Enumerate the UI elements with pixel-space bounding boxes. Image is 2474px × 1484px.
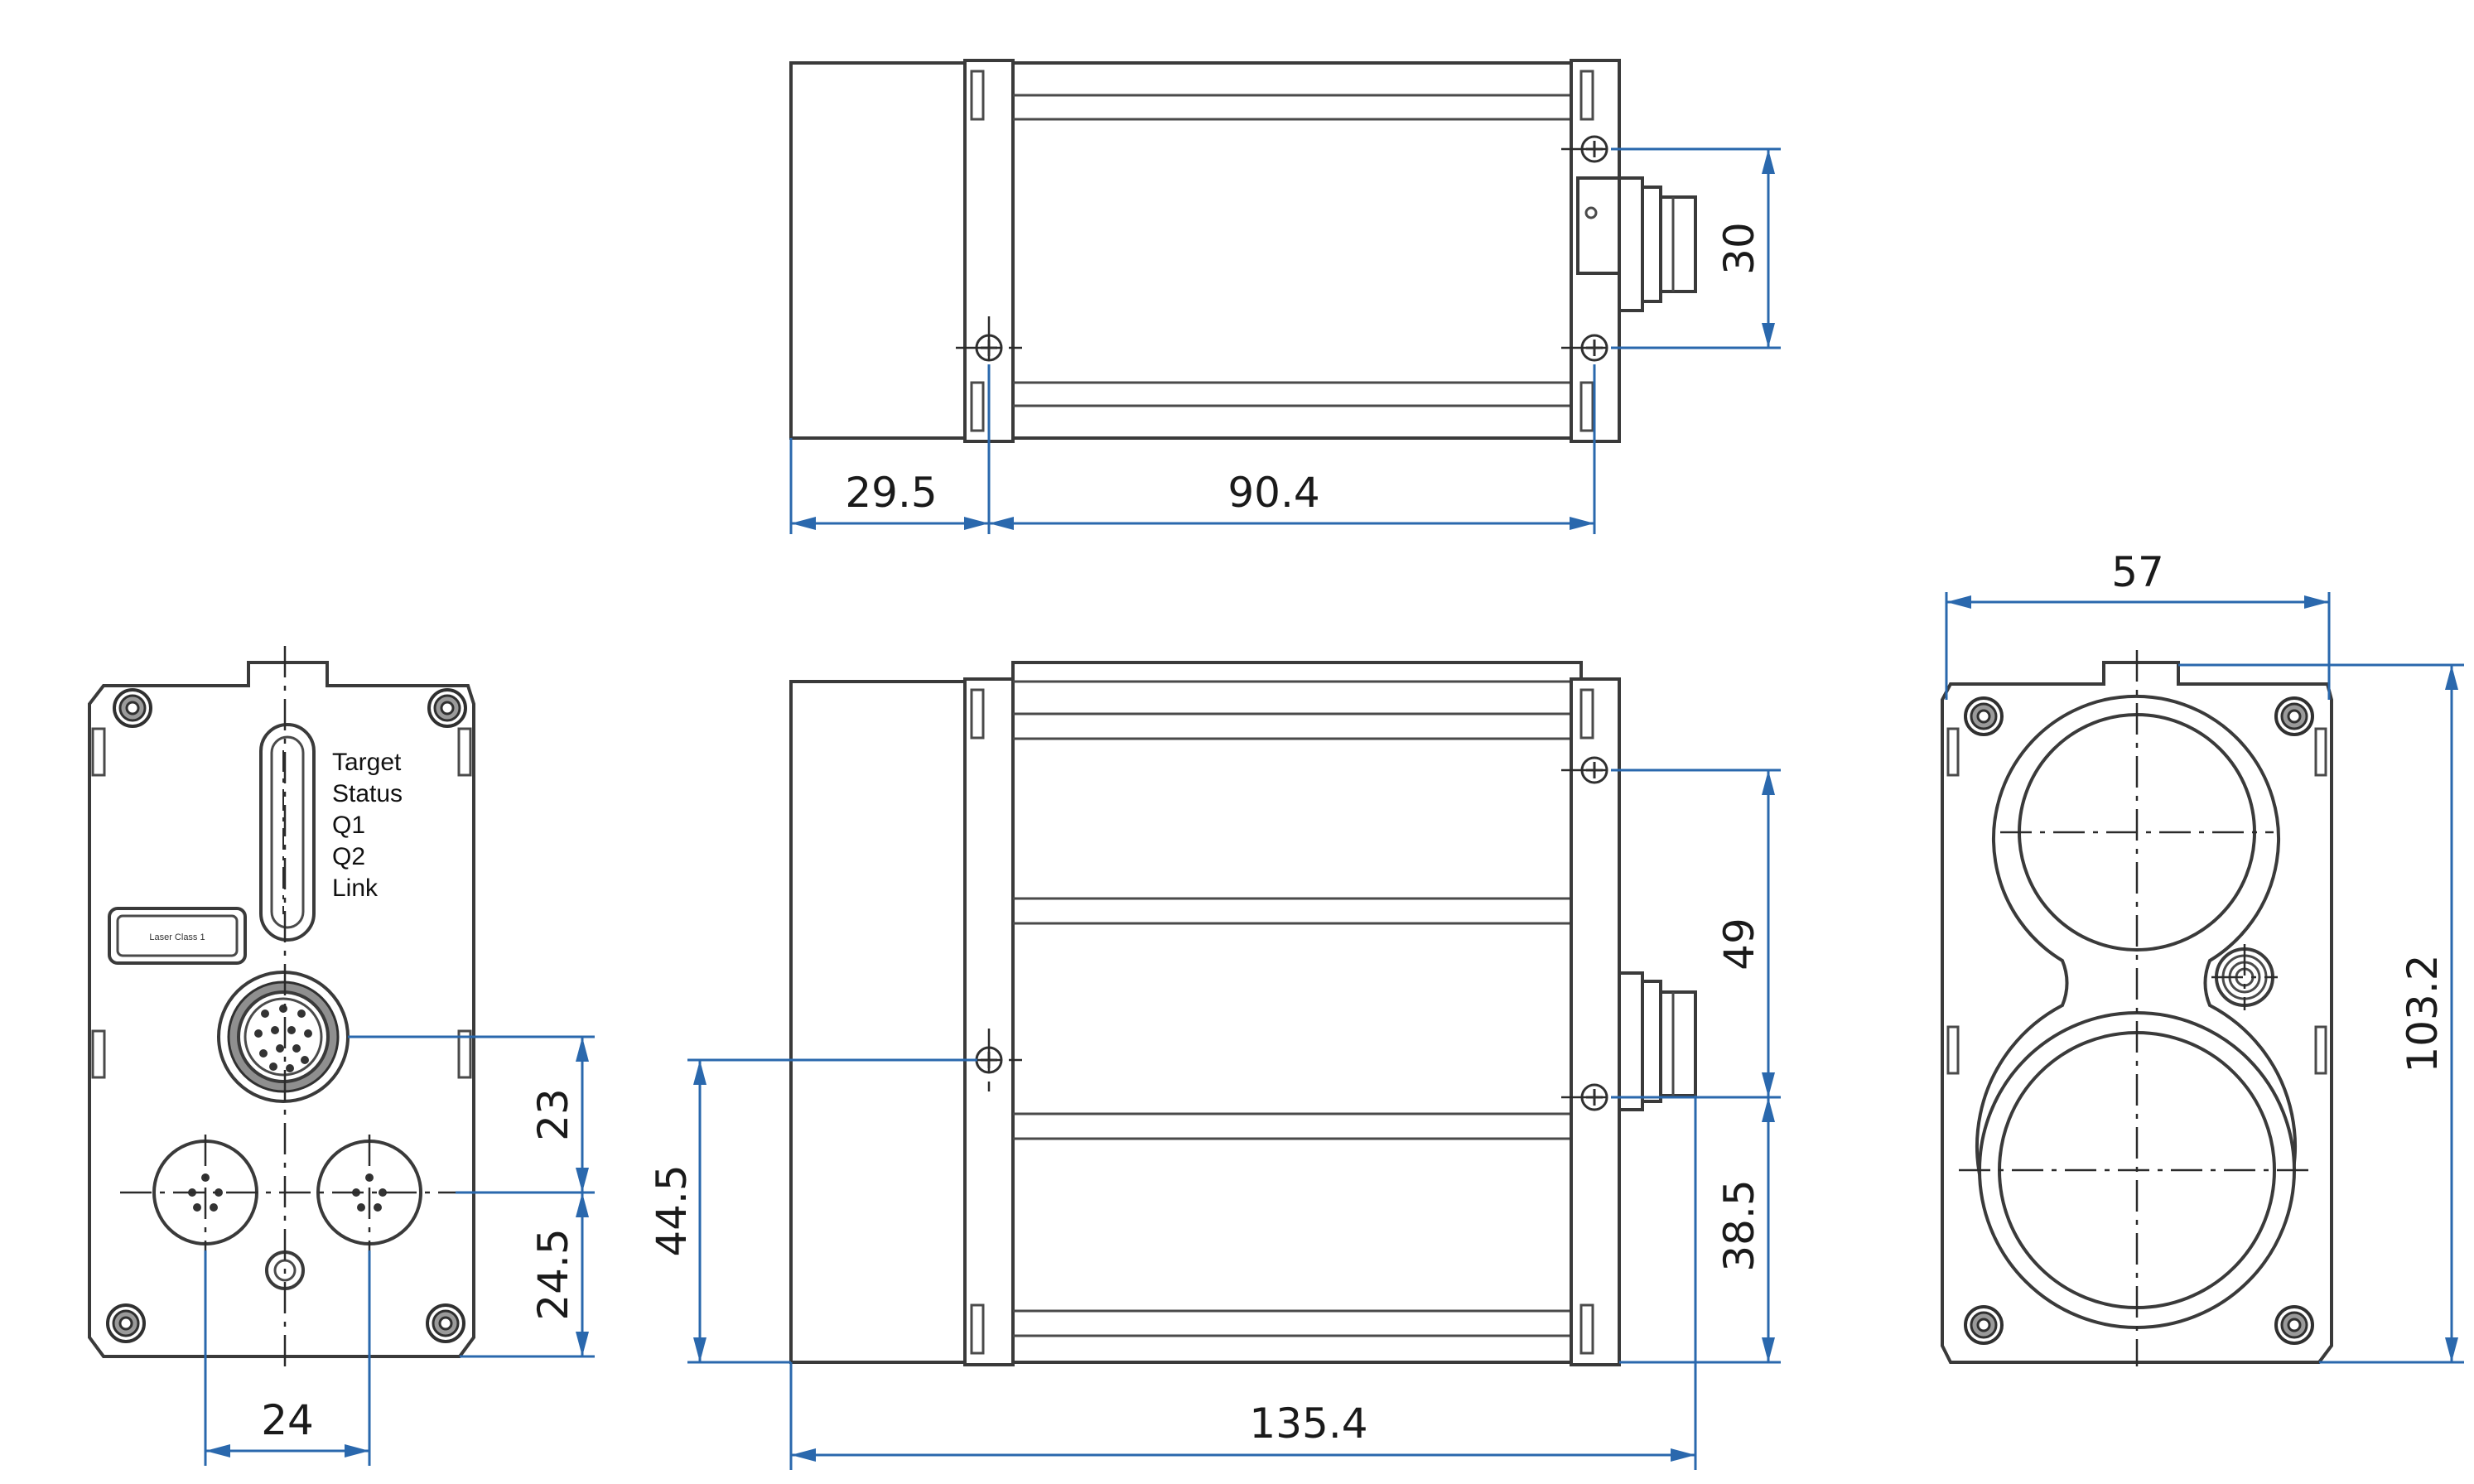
front-view-corner-screw-icon [426, 1303, 465, 1343]
indicator-label-target: Target [332, 749, 402, 776]
dim-103-2: 103.2 [2399, 954, 2447, 1072]
dim-49: 49 [1715, 918, 1763, 971]
dimensions: 29.5 90.4 30 24 23 24.5 44.5 [204, 147, 2464, 1470]
dim-24-5: 24.5 [529, 1228, 577, 1320]
top-view-connector-plate [1576, 176, 1625, 275]
led-window [259, 723, 316, 942]
dim-44-5: 44.5 [648, 1164, 696, 1256]
top-view-connector-plug [1659, 195, 1697, 293]
dim-30: 30 [1715, 222, 1763, 275]
top-view-lens-block [789, 61, 971, 440]
side-view-lens-block [789, 680, 971, 1364]
side-view-front-clamp [963, 677, 1015, 1366]
front-view: Laser Class 1 Target Status Q1 Q2 Link [88, 646, 475, 1375]
front-view-corner-screw-icon [113, 688, 152, 728]
side-view-connector-base [1618, 971, 1644, 1111]
indicator-label-q1: Q1 [332, 812, 365, 839]
dim-24: 24 [261, 1396, 314, 1444]
side-view [789, 661, 1697, 1366]
rear-view-corner-screw-icon [2274, 696, 2314, 736]
dim-23: 23 [529, 1088, 577, 1141]
rear-view-corner-screw-icon [1964, 1305, 2004, 1345]
indicator-label-link: Link [332, 874, 379, 902]
side-view-rear-clamp [1570, 677, 1621, 1366]
rear-view-corner-screw-icon [1964, 696, 2004, 736]
top-view [789, 59, 1697, 443]
main-connector [217, 971, 350, 1103]
dim-38-5: 38.5 [1715, 1179, 1763, 1271]
laser-class-badge [108, 907, 247, 965]
indicator-label-q2: Q2 [332, 843, 365, 870]
rear-view [1941, 650, 2333, 1366]
laser-class-label: Laser Class 1 [149, 932, 205, 942]
dim-135-4: 135.4 [1249, 1400, 1367, 1448]
rear-view-corner-screw-icon [2274, 1305, 2314, 1345]
front-view-corner-screw-icon [106, 1303, 146, 1343]
dim-90-4: 90.4 [1227, 469, 1319, 517]
top-view-connector-base [1618, 176, 1644, 312]
indicator-label-status: Status [332, 780, 403, 807]
dim-29-5: 29.5 [845, 469, 937, 517]
side-view-housing [1011, 661, 1583, 1364]
front-view-corner-screw-icon [427, 688, 467, 728]
dim-57: 57 [2111, 548, 2164, 596]
side-view-connector-plug [1659, 990, 1697, 1097]
top-view-housing [1011, 61, 1583, 440]
